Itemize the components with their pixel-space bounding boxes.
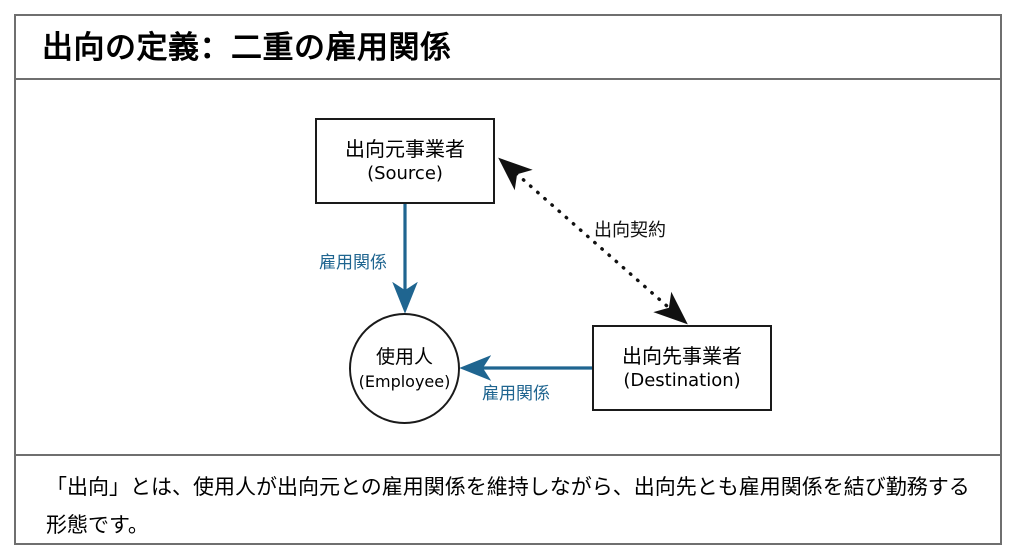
- node-employee-label-jp: 使用人: [375, 345, 433, 368]
- caption-text: 「出向」とは、使用人が出向元との雇用関係を維持しながら、出向先とも雇用関係を結び…: [46, 475, 970, 537]
- edge-label-employment-source: 雇用関係: [319, 253, 387, 273]
- edge-label-employment-destination: 雇用関係: [482, 384, 550, 404]
- node-source-label-en: (Source): [367, 163, 443, 184]
- node-destination-label-jp: 出向先事業者: [622, 344, 742, 368]
- edge-label-secondment-contract: 出向契約: [594, 220, 666, 241]
- node-source[interactable]: 出向元事業者 (Source): [315, 118, 495, 204]
- diagram-connectors: [392, 157, 688, 381]
- diagram-canvas: 出向元事業者 (Source) 出向先事業者 (Destination) 使用人…: [16, 80, 1000, 456]
- node-destination[interactable]: 出向先事業者 (Destination): [592, 325, 772, 411]
- node-destination-label-en: (Destination): [623, 370, 741, 391]
- title-band: 出向の定義：二重の雇用関係: [16, 16, 1000, 80]
- caption-band: 「出向」とは、使用人が出向元との雇用関係を維持しながら、出向先とも雇用関係を結び…: [16, 456, 1000, 545]
- node-source-label-jp: 出向元事業者: [345, 137, 465, 161]
- page-title: 出向の定義：二重の雇用関係: [42, 30, 452, 66]
- node-employee-label-en: (Employee): [358, 371, 451, 391]
- node-employee[interactable]: 使用人 (Employee): [349, 313, 460, 424]
- slide-frame: 出向の定義：二重の雇用関係: [14, 14, 1002, 545]
